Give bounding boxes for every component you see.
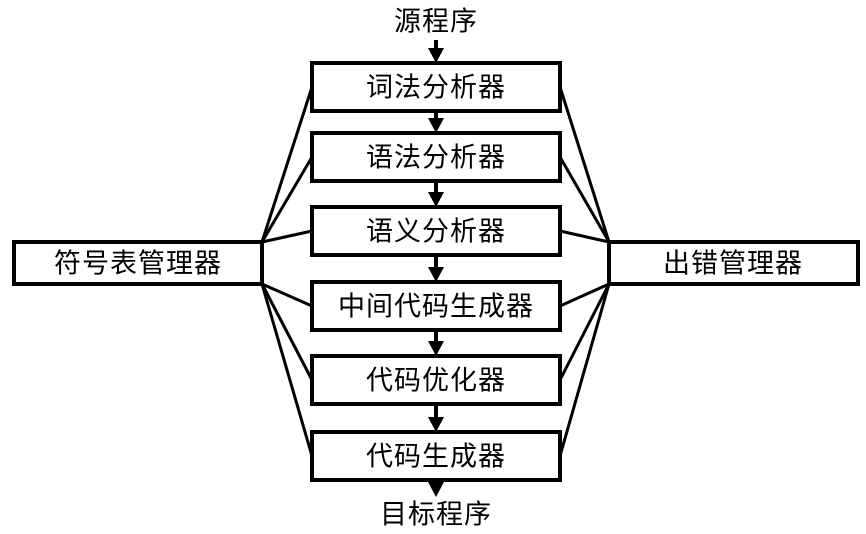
connector-errormanager-to-syntax-analyzer	[558, 156, 611, 243]
endpoint-labels: 源程序 目标程序	[380, 7, 492, 531]
source-program-label: 源程序	[394, 7, 478, 38]
symbol-table-connectors	[260, 86, 314, 457]
connector-symboltable-to-code-optimizer	[260, 283, 314, 381]
box-syntax-analyzer-label: 语法分析器	[366, 143, 506, 174]
box-semantic-analyzer-rect	[310, 205, 562, 257]
box-symbol-table-manager-label: 符号表管理器	[54, 249, 222, 280]
box-symbol-table-manager-rect	[12, 240, 264, 286]
box-code-optimizer[interactable]: 代码优化器	[310, 354, 562, 406]
box-code-optimizer-rect	[310, 354, 562, 406]
connector-errormanager-to-semantic-analyzer	[559, 229, 610, 244]
box-syntax-analyzer-rect	[310, 131, 562, 183]
box-syntax-analyzer[interactable]: 语法分析器	[310, 131, 562, 183]
box-intermediate-code-generator-label: 中间代码生成器	[338, 292, 534, 323]
connector-symboltable-to-syntax-analyzer	[260, 156, 314, 243]
connector-errormanager-to-intermediate-code-generator	[559, 282, 610, 308]
box-code-generator-label: 代码生成器	[366, 442, 506, 473]
box-code-generator-rect	[310, 430, 562, 482]
box-intermediate-code-generator-rect	[310, 280, 562, 332]
target-program-label: 目标程序	[380, 500, 492, 531]
pipeline-flow-arrows	[428, 40, 444, 497]
arrow-head-intermediate-to-optimizer	[428, 341, 444, 356]
arrow-head-semantic-to-intermediate	[428, 267, 444, 282]
arrow-head-lexical-to-syntax	[428, 118, 444, 133]
box-lexical-analyzer-rect	[310, 61, 562, 113]
connector-errormanager-to-code-generator	[558, 283, 611, 457]
connector-symboltable-to-intermediate-code-generator	[261, 282, 313, 308]
box-lexical-analyzer-label: 词法分析器	[366, 73, 506, 104]
box-semantic-analyzer-label: 语义分析器	[366, 217, 506, 248]
box-error-manager-label: 出错管理器	[663, 249, 803, 280]
side-boxes: 符号表管理器 出错管理器	[12, 240, 860, 286]
box-semantic-analyzer[interactable]: 语义分析器	[310, 205, 562, 257]
connector-symboltable-to-semantic-analyzer	[261, 229, 313, 244]
box-symbol-table-manager[interactable]: 符号表管理器	[12, 240, 264, 286]
box-code-generator[interactable]: 代码生成器	[310, 430, 562, 482]
connector-errormanager-to-lexical-analyzer	[558, 86, 611, 243]
box-error-manager-rect	[607, 240, 860, 286]
pipeline-boxes: 词法分析器 语法分析器 语义分析器 中间代码生成器 代码优化器 代码生成器	[310, 61, 562, 482]
arrow-head-input-to-lexical	[428, 48, 444, 63]
connector-errormanager-to-code-optimizer	[558, 283, 611, 381]
connector-symboltable-to-code-generator	[260, 283, 314, 457]
box-code-optimizer-label: 代码优化器	[366, 366, 506, 397]
arrow-head-codegen-to-output	[428, 482, 444, 497]
box-error-manager[interactable]: 出错管理器	[607, 240, 860, 286]
arrow-head-syntax-to-semantic	[428, 192, 444, 207]
arrow-head-optimizer-to-codegen	[428, 417, 444, 432]
connector-symboltable-to-lexical-analyzer	[260, 86, 314, 243]
box-lexical-analyzer[interactable]: 词法分析器	[310, 61, 562, 113]
box-intermediate-code-generator[interactable]: 中间代码生成器	[310, 280, 562, 332]
error-manager-connectors	[558, 86, 611, 457]
